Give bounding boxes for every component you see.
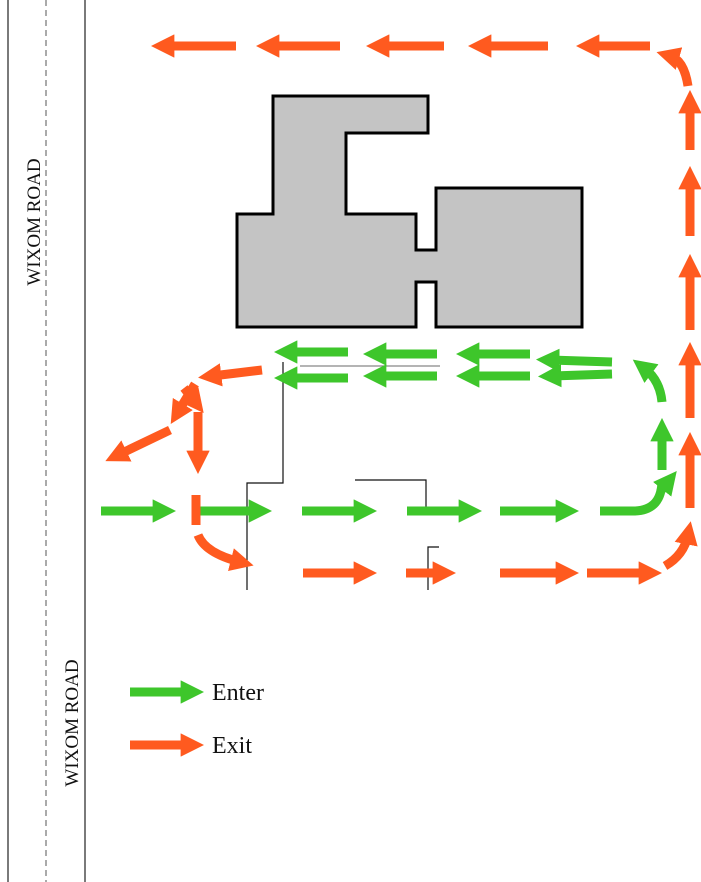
enter-arrow [632, 359, 667, 403]
enter-arrow [537, 363, 613, 388]
exit-route [105, 34, 701, 585]
wixom-road: WIXOM ROAD WIXOM ROAD [7, 0, 86, 882]
site-lines [246, 362, 440, 590]
road-label-upper: WIXOM ROAD [24, 158, 45, 285]
enter-route-line [600, 479, 667, 516]
exit-arrow [180, 385, 204, 414]
legend-exit-label: Exit [212, 733, 252, 759]
legend: Enter Exit [130, 680, 264, 759]
exit-arrow [193, 533, 254, 571]
enter-arrow [535, 348, 613, 372]
exit-arrow [662, 521, 698, 570]
exit-arrow [656, 47, 693, 87]
exit-arrow [105, 425, 172, 462]
road-label-lower: WIXOM ROAD [62, 659, 83, 786]
enter-route [101, 340, 677, 523]
enter-arrow [653, 471, 677, 497]
building-footprint [235, 94, 584, 329]
legend-enter-label: Enter [212, 680, 264, 706]
exit-arrow [198, 363, 263, 387]
